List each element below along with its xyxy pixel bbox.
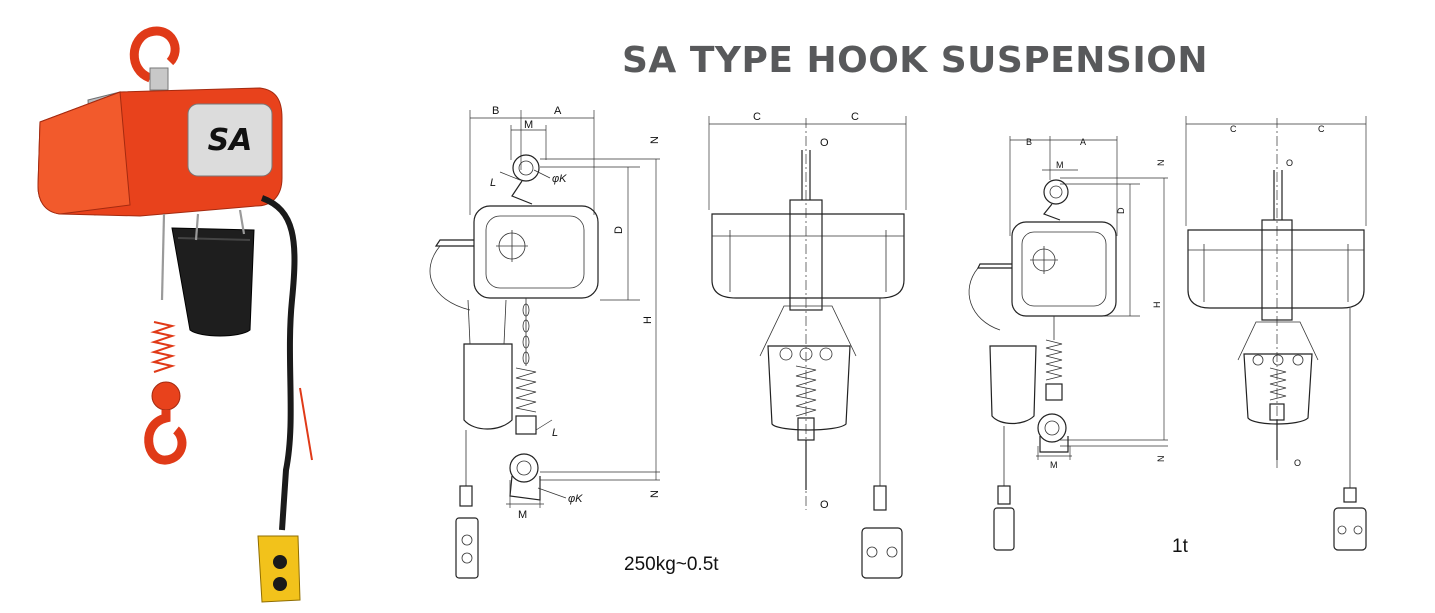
dim-label-b: B xyxy=(492,105,499,117)
dim-label-m-bottom: M xyxy=(518,509,527,521)
dim-label-m-bottom-large: M xyxy=(1050,460,1058,470)
dim-label-d-large: D xyxy=(1116,207,1126,214)
hoist-photo: SA xyxy=(37,26,313,603)
dim-label-o-bottom: O xyxy=(820,499,829,511)
dim-label-k-bottom: φK xyxy=(568,493,583,505)
dim-label-c-left-large: C xyxy=(1230,124,1237,134)
small-hoist-front-view xyxy=(708,116,907,579)
dim-label-h-large: H xyxy=(1152,302,1162,309)
dim-label-l-top: L xyxy=(490,177,496,189)
nameplate-sa: SA xyxy=(208,123,253,158)
large-hoist-side-view xyxy=(968,136,1168,551)
dim-label-o-top: O xyxy=(820,137,829,149)
dim-label-b-large: B xyxy=(1026,137,1032,147)
dim-label-d: D xyxy=(613,226,625,234)
large-hoist-front-view xyxy=(1185,116,1367,551)
dim-label-c-right-large: C xyxy=(1318,124,1325,134)
small-hoist-side-view xyxy=(429,110,660,579)
dim-label-n-bottom: N xyxy=(649,490,661,498)
dim-label-c-right: C xyxy=(851,111,859,123)
dim-label-h: H xyxy=(642,316,654,324)
dim-label-a-large: A xyxy=(1080,137,1086,147)
dim-label-m-top-large: M xyxy=(1056,160,1064,170)
dim-label-c-left: C xyxy=(753,111,761,123)
dim-label-n-bottom-large: N xyxy=(1156,456,1166,463)
dim-label-a: A xyxy=(554,105,562,117)
dim-label-o-bottom-large: O xyxy=(1294,458,1301,468)
caption-small-capacity: 250kg~0.5t xyxy=(624,554,719,575)
dim-label-n-top-large: N xyxy=(1156,160,1166,167)
dim-label-l-bottom: L xyxy=(552,427,558,439)
page-title: SA TYPE HOOK SUSPENSION xyxy=(622,40,1208,81)
dim-label-k-top: φK xyxy=(552,173,567,185)
dim-label-o-top-large: O xyxy=(1286,158,1293,168)
caption-large-capacity: 1t xyxy=(1172,536,1188,557)
dim-label-m-top: M xyxy=(524,119,533,131)
dim-label-n-top: N xyxy=(649,136,661,144)
